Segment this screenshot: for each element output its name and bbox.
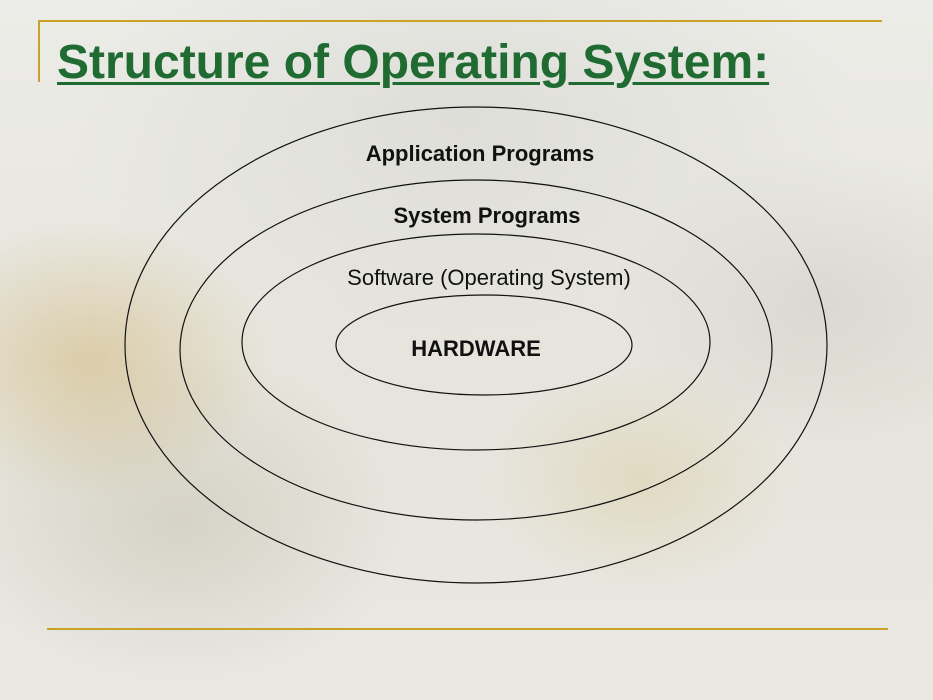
operating-system-label: Software (Operating System) bbox=[347, 265, 631, 290]
slide-title: Structure of Operating System: bbox=[57, 36, 770, 89]
bottom-divider bbox=[47, 628, 888, 630]
hardware-label: HARDWARE bbox=[411, 336, 541, 361]
operating-system-ring bbox=[241, 233, 711, 451]
system-programs-label: System Programs bbox=[393, 203, 580, 228]
application-programs-ring bbox=[124, 106, 828, 584]
system-programs-ring bbox=[179, 179, 773, 521]
title-accent-bar bbox=[38, 20, 40, 82]
application-programs-label: Application Programs bbox=[366, 141, 595, 166]
hardware-core bbox=[335, 294, 633, 396]
top-divider bbox=[38, 20, 882, 22]
